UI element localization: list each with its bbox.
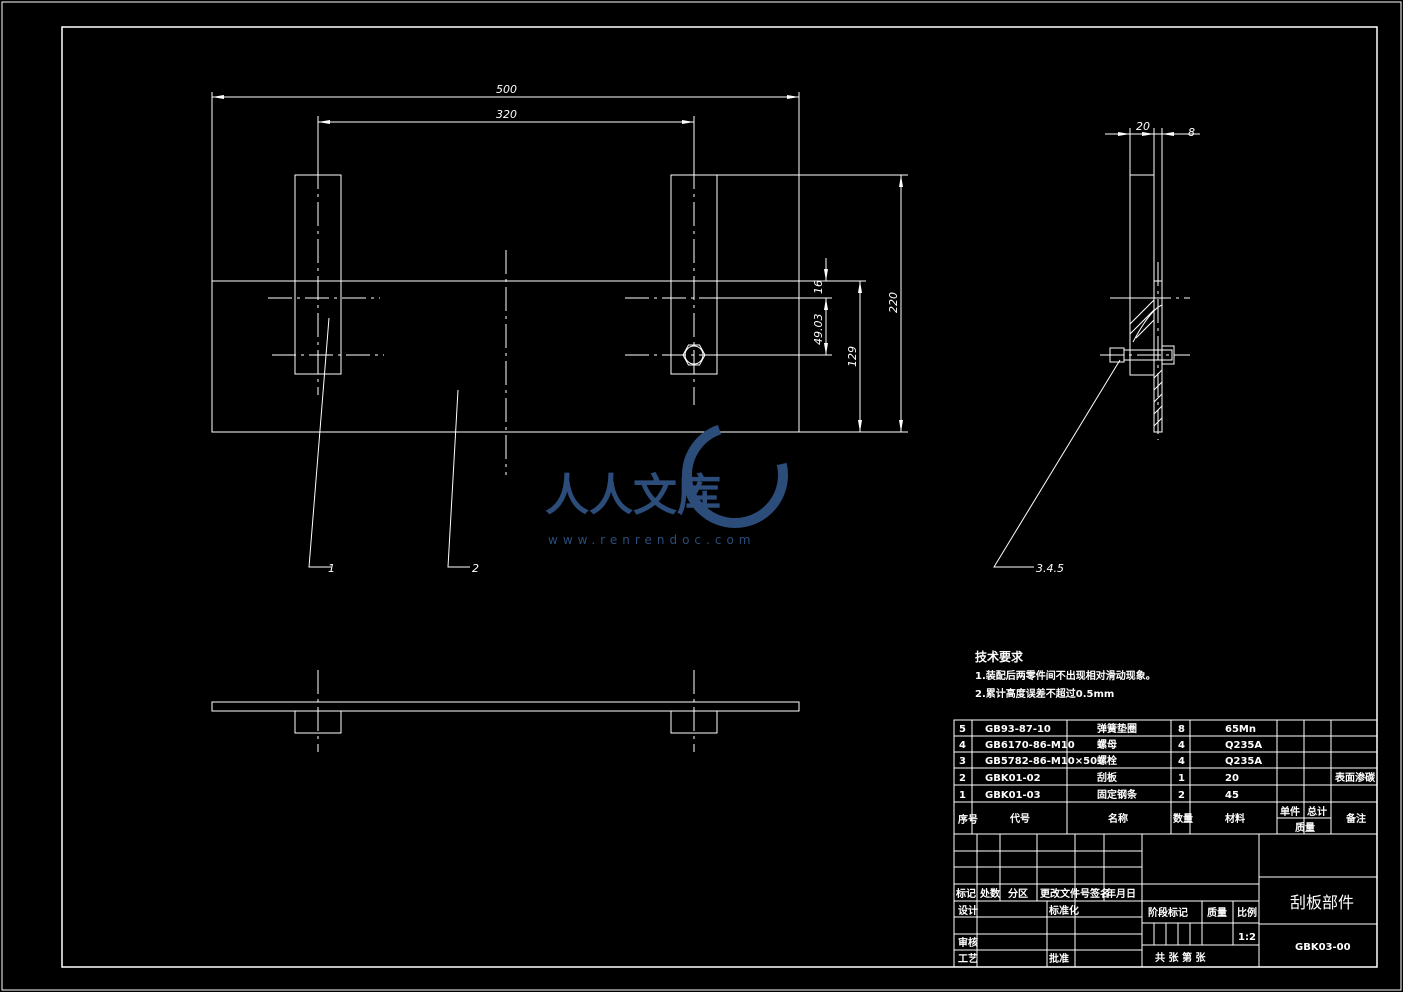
tech-req-item2: 2.累计高度误差不超过0.5mm [975, 687, 1114, 700]
bom-cell-material: Q235A [1225, 756, 1262, 767]
bom-cell-no: 4 [959, 740, 966, 751]
bom-cell-material: 65Mn [1225, 724, 1256, 735]
bom-header-material: 材料 [1225, 812, 1245, 825]
bom-cell-code: GB5782-86-M10×50 [985, 756, 1097, 767]
dim-220: 220 [887, 292, 900, 313]
bom-cell-no: 2 [959, 773, 966, 784]
bom-cell-qty: 1 [1178, 773, 1185, 784]
dim-500: 500 [496, 83, 517, 96]
bom-cell-qty: 2 [1178, 790, 1185, 801]
tb-mark-cell: 标记 [955, 887, 976, 900]
bom-header-note: 备注 [1345, 812, 1366, 825]
tb-part-name: 刮板部件 [1290, 893, 1354, 912]
bom-header-code: 代号 [1009, 812, 1030, 825]
tb-mark-cell: 签名 [1089, 887, 1110, 900]
side-view: 20 8 3.4.5 [993, 120, 1200, 575]
bom-header-total-mass: 总计 [1307, 805, 1327, 818]
dim-49-03: 49.03 [812, 314, 825, 346]
balloon-2: 2 [472, 562, 479, 575]
tb-sheets: 共 张 第 张 [1155, 951, 1206, 964]
bom-header-unit-mass: 单件 [1280, 805, 1300, 818]
dim-320: 320 [496, 108, 517, 121]
bom-cell-name: 螺栓 [1097, 754, 1117, 767]
bom-cell-qty: 8 [1178, 724, 1185, 735]
bom-cell-material: 45 [1225, 790, 1239, 801]
plan-view [211, 670, 800, 752]
bom-cell-code: GB6170-86-M10 [985, 740, 1075, 751]
bom-cell-no: 1 [959, 790, 966, 801]
dim-16: 16 [812, 280, 825, 294]
tb-scale: 比例 [1237, 906, 1257, 919]
watermark-url: www.renrendoc.com [548, 533, 755, 547]
hex-nut [682, 344, 706, 366]
bom-cell-code: GBK01-02 [985, 773, 1041, 784]
tb-review: 审核 [958, 936, 978, 949]
tb-stage-labels: 阶段标记 [1148, 906, 1188, 919]
dim-8: 8 [1188, 126, 1195, 139]
watermark-text: 人人文库 [545, 470, 721, 521]
dim-20: 20 [1136, 120, 1150, 133]
bom-header-mass: 质量 [1295, 821, 1315, 834]
tb-mark-cell: 处数 [979, 887, 1001, 900]
bom-header-no: 序号 [958, 813, 978, 826]
tb-scale-value: 1:2 [1238, 932, 1256, 943]
title-block-mark-row: 标记处数分区更改文件号签名年月日 [955, 887, 1136, 900]
bom-cell-note: 表面渗碳 [1334, 771, 1376, 784]
bom-cell-no: 3 [959, 756, 966, 767]
bom-cell-code: GB93-87-10 [985, 724, 1051, 735]
tb-approve: 批准 [1049, 952, 1069, 965]
bom-header-name: 名称 [1108, 812, 1128, 825]
bom-cell-no: 5 [959, 724, 966, 735]
inner-border [61, 26, 1378, 968]
tb-mark-cell: 年月日 [1106, 887, 1136, 900]
balloon-345: 3.4.5 [1036, 562, 1064, 575]
tb-mark-cell: 更改文件号 [1040, 887, 1090, 900]
bom-header-qty: 数量 [1173, 812, 1193, 825]
front-view: 500 320 220 129 49.03 16 1 [211, 83, 908, 575]
tb-weight: 质量 [1207, 906, 1227, 919]
tech-req-item1: 1.装配后两零件间不出现相对滑动现象。 [975, 669, 1156, 682]
bom-cell-code: GBK01-03 [985, 790, 1041, 801]
bom-cell-material: 20 [1225, 773, 1239, 784]
bom-cell-name: 螺母 [1097, 738, 1117, 751]
bom-cell-material: Q235A [1225, 740, 1262, 751]
tb-mark-cell: 分区 [1008, 887, 1028, 900]
tech-req-title: 技术要求 [975, 649, 1024, 664]
title-block: 标记处数分区更改文件号签名年月日 设计 标准化 审核 工艺 批准 阶段标记 质量… [953, 833, 1378, 968]
tech-requirements: 技术要求 1.装配后两零件间不出现相对滑动现象。 2.累计高度误差不超过0.5m… [975, 649, 1156, 700]
bom-cell-name: 固定钢条 [1097, 788, 1138, 801]
tb-process: 工艺 [958, 952, 978, 965]
watermark: 人人文库 www.renrendoc.com [545, 422, 788, 547]
tb-design: 设计 [958, 904, 978, 917]
bom-cell-name: 弹簧垫圈 [1097, 722, 1137, 735]
dim-129: 129 [846, 346, 859, 367]
tb-standardization: 标准化 [1048, 904, 1079, 917]
tb-drawing-no: GBK03-00 [1295, 942, 1351, 953]
bom-cell-qty: 4 [1178, 756, 1185, 767]
bom-cell-qty: 4 [1178, 740, 1185, 751]
bom-cell-name: 刮板 [1097, 771, 1118, 784]
balloon-1: 1 [328, 562, 335, 575]
